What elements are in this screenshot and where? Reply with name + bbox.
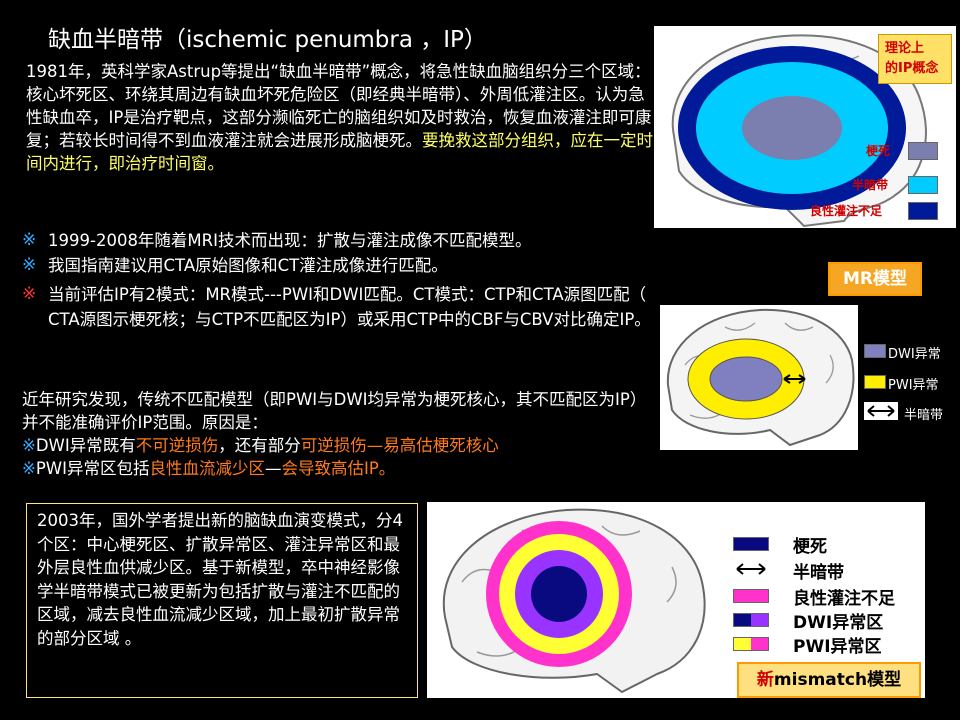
- legend-pwi-label: PWI异常: [888, 378, 939, 393]
- brain-diagram-ip: [671, 34, 927, 228]
- bullet-text: 1999-2008年随着MRI技术而出现：扩散与灌注成像不匹配模型。: [48, 231, 532, 250]
- pwi-note: ※PWI异常区包括良性血流减少区—会导致高估IP。: [22, 459, 396, 478]
- legend-penumbra-mr-label: 半暗带: [904, 408, 944, 423]
- mr-model-title: MR模型: [828, 262, 922, 296]
- legend-benign-swatch: [908, 202, 938, 220]
- infarct-core: [742, 96, 842, 160]
- legend-new-infarct-swatch: [733, 537, 769, 551]
- legend-new-penumbra-label: 半暗带: [793, 563, 844, 583]
- legend-penumbra-label: 半暗带: [852, 178, 889, 192]
- legend-infarct-swatch: [908, 142, 938, 160]
- legend-new-pwi-swatch: [733, 637, 769, 651]
- penumbra-arrow-icon: [783, 374, 806, 384]
- new-mismatch-tag: 新mismatch模型: [737, 662, 921, 698]
- brain-diagram-mr: [666, 308, 855, 447]
- bullet-mark: ※: [22, 284, 37, 304]
- intro-paragraph: 1981年，英科学家Astrup等提出“缺血半暗带”概念，将急性缺血脑组织分三个…: [26, 60, 656, 175]
- recent-intro: 近年研究发现，传统不匹配模型（即PWI与DWI均异常为梗死核心，其不匹配区为IP…: [22, 390, 647, 432]
- legend-new-benign-swatch: [733, 589, 769, 603]
- legend-new-pwi-label: PWI异常区: [793, 637, 882, 657]
- recent-findings: 近年研究发现，传统不匹配模型（即PWI与DWI均异常为梗死核心，其不匹配区为IP…: [22, 388, 662, 480]
- legend-dwi-swatch: [864, 344, 886, 358]
- double-arrow-icon: [867, 405, 895, 417]
- ip-concept-tag: 理论上 的IP概念: [878, 34, 952, 84]
- legend-arrow-swatch: [864, 402, 898, 420]
- new-mismatch-figure: [427, 502, 925, 698]
- legend-penumbra-swatch: [908, 176, 938, 194]
- ip-concept-figure: [654, 26, 956, 228]
- double-arrow-icon: [736, 563, 766, 575]
- bullet-text: 我国指南建议用CTA原始图像和CT灌注成像进行匹配。: [48, 256, 448, 275]
- mr-model-figure: [660, 305, 858, 450]
- dwi-zone: [709, 356, 783, 402]
- legend-new-dwi-swatch: [733, 613, 769, 627]
- list-item: ※ 1999-2008年随着MRI技术而出现：扩散与灌注成像不匹配模型。: [22, 228, 662, 253]
- list-item: ※ 当前评估IP有2模式：MR模式---PWI和DWI匹配。CT模式：CTP和C…: [22, 282, 662, 332]
- model-2003-box: 2003年，国外学者提出新的脑缺血演变模式，分4个区：中心梗死区、扩散异常区、灌…: [26, 503, 418, 698]
- legend-new-infarct-label: 梗死: [793, 537, 827, 557]
- bullet-mark: ※: [22, 255, 37, 275]
- legend-new-dwi-label: DWI异常区: [793, 613, 884, 633]
- intro-text: 1981年，英科学家Astrup等提出“缺血半暗带”概念，将急性缺血脑组织分三个…: [26, 62, 652, 150]
- brain-diagram-new: [442, 508, 706, 694]
- legend-infarct-label: 梗死: [866, 144, 891, 158]
- intro-highlight: 要挽救这部分组织，应在一定时间内进行，即治疗时间窗。: [26, 131, 653, 173]
- bullet-mark: ※: [22, 230, 37, 250]
- bullet-list: ※ 1999-2008年随着MRI技术而出现：扩散与灌注成像不匹配模型。 ※ 我…: [22, 228, 662, 332]
- legend-benign-label: 良性灌注不足: [810, 204, 883, 218]
- bullet-text: 当前评估IP有2模式：MR模式---PWI和DWI匹配。CT模式：CTP和CTA…: [48, 285, 651, 329]
- dwi-note: ※DWI异常既有不可逆损伤，还有部分可逆损伤—易高估梗死核心: [22, 436, 499, 455]
- list-item: ※ 我国指南建议用CTA原始图像和CT灌注成像进行匹配。: [22, 253, 662, 278]
- infarct-core: [531, 566, 587, 622]
- legend-new-arrow-swatch: [733, 561, 769, 577]
- legend-pwi-swatch: [864, 375, 886, 389]
- legend-dwi-label: DWI异常: [888, 347, 941, 362]
- page-title: 缺血半暗带（ischemic penumbra ，IP）: [48, 27, 487, 53]
- legend-new-benign-label: 良性灌注不足: [793, 589, 895, 609]
